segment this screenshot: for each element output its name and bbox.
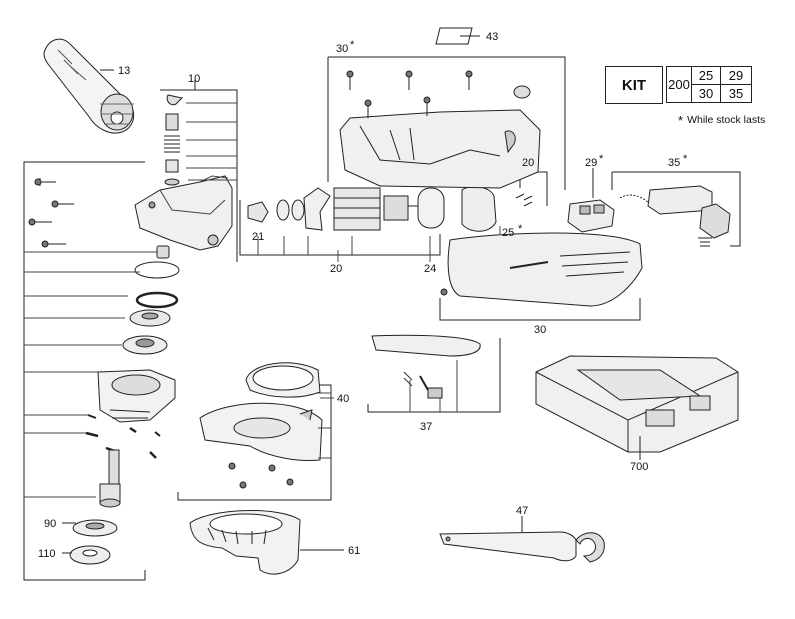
callout-20: 20	[330, 263, 342, 275]
kit-label: KIT	[605, 66, 663, 104]
carrying-case-part-700[interactable]	[535, 355, 739, 453]
callout-110: 110	[38, 548, 56, 560]
kit-item: 25	[691, 66, 721, 85]
bracket-35	[612, 171, 741, 247]
callout-25: 25	[502, 227, 514, 239]
kit-table: 200 25 29 30 35	[666, 66, 752, 103]
callout-90: 90	[44, 518, 56, 530]
callout-29: 29	[585, 157, 597, 169]
bracket-left	[23, 161, 146, 581]
kit-item: 30	[691, 84, 721, 103]
guard-part-61[interactable]	[189, 510, 301, 575]
gear-head-housing-part-10[interactable]	[134, 94, 233, 251]
leaders-left	[24, 251, 160, 498]
leaders-10	[186, 102, 237, 181]
spanner-wrench-part-47[interactable]	[439, 531, 605, 563]
housing-half-part-30[interactable]	[339, 70, 541, 189]
trigger-part-37[interactable]	[371, 334, 481, 357]
side-handle-part-13[interactable]	[43, 38, 135, 134]
callout-37: 37	[420, 421, 432, 433]
callout-20-small: 20	[522, 157, 534, 169]
callout-24: 24	[424, 263, 436, 275]
bracket-37	[367, 338, 501, 413]
bracket-10	[160, 89, 238, 262]
bracket-30	[439, 298, 641, 321]
label-plate-part-43[interactable]	[435, 27, 480, 45]
star-30-top: *	[350, 39, 355, 51]
switch-part-29[interactable]	[567, 199, 615, 233]
motor-housing-part-30[interactable]	[440, 232, 643, 307]
callout-21: 21	[252, 231, 264, 243]
kit-item: 35	[720, 84, 752, 103]
callout-30: 30	[534, 324, 546, 336]
bracket-30-top	[327, 56, 566, 190]
star-29: *	[599, 153, 604, 165]
availability-note: *While stock lasts	[678, 113, 765, 128]
callout-35: 35	[668, 157, 680, 169]
callout-40: 40	[337, 393, 349, 405]
callout-30-top: 30	[336, 43, 348, 55]
callout-43: 43	[486, 31, 498, 43]
callout-47: 47	[516, 505, 528, 517]
left-screws[interactable]	[28, 178, 74, 248]
kit-number: 200	[666, 66, 692, 103]
motor-parts[interactable]	[247, 186, 533, 232]
kit-item: 29	[720, 66, 752, 85]
gear-stack[interactable]	[69, 245, 180, 565]
note-text: While stock lasts	[687, 114, 766, 126]
note-symbol: *	[678, 113, 684, 128]
callout-10: 10	[188, 73, 200, 85]
star-25: *	[518, 223, 523, 235]
bracket-20	[239, 200, 441, 256]
bracket-40	[177, 384, 332, 501]
star-35: *	[683, 153, 688, 165]
callout-61: 61	[348, 545, 360, 557]
electronics-part-35[interactable]	[619, 185, 731, 247]
guard-part-40[interactable]	[199, 362, 323, 489]
callout-13: 13	[118, 65, 130, 77]
callout-700: 700	[630, 461, 648, 473]
